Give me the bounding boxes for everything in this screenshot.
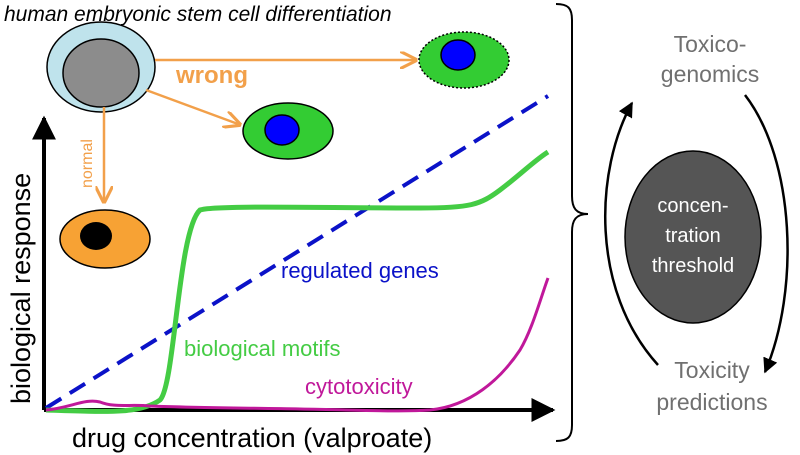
biological-motifs-curve — [45, 149, 550, 414]
toxicogenomics-label-line2: genomics — [661, 61, 759, 87]
cytotoxicity-label: cytotoxicity — [305, 374, 413, 399]
wrong-arrow-down-right — [145, 88, 238, 124]
curved-cycle-arrow-icon — [744, 94, 789, 374]
threshold-label-line1: concen- — [657, 195, 728, 217]
threshold-node — [624, 150, 762, 324]
abnormal-cell-top-right — [418, 31, 510, 89]
abnormal-cell-middle — [242, 102, 334, 160]
normal-label: normal — [79, 139, 96, 188]
brace-icon — [555, 3, 589, 442]
diagram-title: human embryonic stem cell differentiatio… — [4, 3, 392, 26]
toxicogenomics-label-line1: Toxico- — [674, 31, 747, 57]
x-axis-label: drug concentration (valproate) — [72, 423, 432, 453]
biological-motifs-label: biological motifs — [184, 336, 341, 361]
toxicity-predictions-label-line2: predictions — [656, 389, 767, 415]
differentiation-arrows — [104, 60, 414, 200]
cytotoxicity-curve — [45, 277, 550, 413]
wrong-label: wrong — [175, 62, 248, 89]
threshold-label-line3: threshold — [652, 255, 734, 277]
normal-cell — [59, 209, 151, 269]
response-curves — [44, 94, 550, 414]
toxicity-predictions-label-line1: Toxicity — [674, 357, 750, 383]
stem-cell-icon — [46, 21, 156, 113]
y-axis-label: biological response — [6, 173, 36, 404]
regulated-genes-curve — [44, 94, 550, 410]
regulated-genes-label: regulated genes — [281, 258, 439, 283]
curved-cycle-arrow-icon-left — [603, 101, 659, 366]
threshold-label-line2: tration — [665, 225, 721, 247]
